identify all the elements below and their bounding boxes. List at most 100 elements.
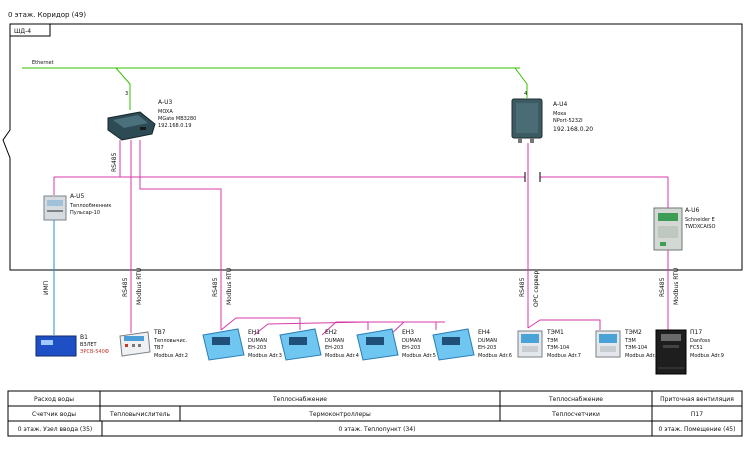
gateway-a3-device[interactable] (107, 111, 156, 141)
tem1-line2: ТЭМ-104 (546, 345, 569, 351)
table-r1-c4: Приточная вентиляция (660, 396, 734, 403)
heat-calculator-tv7[interactable] (119, 331, 151, 357)
heat-counter-a5-device[interactable] (43, 195, 67, 221)
eh3-line1: DUMAN (402, 338, 421, 344)
tem2-line3: Modbus Adr.8 (625, 353, 659, 359)
port-a3-label: 3 (125, 91, 128, 97)
cable-rs485-a3: RS485 (111, 152, 118, 172)
eh2-line1: DUMAN (325, 338, 344, 344)
cable-opc-tem: OPC сервер (533, 271, 540, 307)
flow-meter-b1[interactable] (35, 335, 77, 357)
b1-line1: ВЗЛЕТ (80, 342, 98, 348)
bus-break-marks (524, 172, 541, 182)
gateway-a3-text: A-U3 MOXA MGate MB3280 192.168.0.19 (158, 99, 196, 129)
p17-line2: FC51 (690, 345, 703, 351)
a4-line3: 192.168.0.20 (553, 126, 593, 133)
legend-table (7, 390, 743, 437)
table-r3-c2: 0 этаж. Теплопункт (34) (339, 426, 416, 433)
b1-id: B1 (80, 334, 88, 341)
legend-text: Расход воды Теплоснабжение Теплоснабжени… (18, 396, 736, 433)
a3-id: A-U3 (158, 99, 173, 106)
heat-meter-tem2[interactable] (595, 330, 621, 358)
table-r2-c1: Счетчик воды (32, 411, 76, 418)
cable-rs485-p17: RS485 (659, 277, 666, 297)
eh3-line3: Modbus Adr.5 (402, 353, 436, 359)
controller-eh4[interactable] (432, 328, 475, 361)
ethernet-label: Ethernet (32, 60, 54, 66)
cable-rs485-tem: RS485 (519, 277, 526, 297)
heat-counter-a5-text: A-U5 Теплообменник Пульсар-10 (69, 193, 111, 216)
table-r2-c5: П17 (691, 411, 703, 418)
tem2-id: ТЭМ2 (624, 329, 642, 336)
rs485-bus (53, 140, 669, 333)
a3-line2: MGate MB3280 (158, 116, 196, 122)
plc-a6-device[interactable] (653, 207, 683, 251)
eh4-id: ЕН4 (478, 329, 490, 336)
vfd-p17[interactable] (655, 329, 687, 375)
eh2-id: ЕН2 (325, 329, 337, 336)
cable-imp: ИМП (43, 281, 50, 295)
p17-id: П17 (690, 329, 702, 336)
eh1-id: ЕН1 (248, 329, 260, 336)
controller-eh3[interactable] (356, 328, 399, 361)
cabinet-label: ШД-4 (14, 28, 31, 35)
table-r2-c2: Тепловычислитель (109, 411, 171, 418)
tem1-id: ТЭМ1 (546, 329, 564, 336)
a5-id: A-U5 (70, 193, 85, 200)
tv7-line1: Тепловычис. (153, 338, 188, 344)
cabinet-frame (2, 23, 743, 271)
table-r1-c3: Теплоснабжение (548, 396, 603, 403)
eh4-line1: DUMAN (478, 338, 497, 344)
a4-id: A-U4 (553, 101, 568, 108)
plc-a6-text: A-U6 Schneider E TWDXCAISO (684, 207, 715, 230)
eh4-line2: EH-203 (478, 345, 496, 351)
eh1-line3: Modbus Adr.3 (248, 353, 282, 359)
cable-rs485-tv7: RS485 (122, 277, 129, 297)
a6-id: A-U6 (685, 207, 700, 214)
tem2-line2: ТЭМ-104 (624, 345, 647, 351)
controller-eh2[interactable] (279, 328, 322, 361)
ethernet-line (22, 67, 528, 110)
tv7-line3: Modbus Adr.2 (154, 353, 188, 359)
table-r1-c2: Теплоснабжение (272, 396, 327, 403)
table-r3-c1: 0 этаж. Узел ввода (35) (18, 426, 92, 433)
controller-eh1[interactable] (202, 328, 245, 361)
table-r2-c4: Теплосчетчики (551, 411, 600, 418)
eh4-line3: Modbus Adr.6 (478, 353, 512, 359)
tv7-id: ТВ7 (153, 329, 166, 336)
a6-line2: TWDXCAISO (684, 224, 715, 230)
eh1-line1: DUMAN (248, 338, 267, 344)
a3-line1: MOXA (158, 109, 173, 115)
cable-rs485-eh: RS485 (212, 277, 219, 297)
eh2-line2: EH-203 (325, 345, 343, 351)
eh-chain (220, 317, 601, 336)
heat-meter-tem1[interactable] (517, 330, 543, 358)
a4-line2: NPort-5232I (553, 118, 583, 124)
cable-modbus-p17: Modbus RTU (673, 268, 680, 305)
eh2-line3: Modbus Adr.4 (325, 353, 359, 359)
tem1-line3: Modbus Adr.7 (547, 353, 581, 359)
eh3-line2: EH-203 (402, 345, 420, 351)
a5-line2: Пульсар-10 (70, 210, 100, 216)
p17-line1: Danfoss (690, 338, 711, 344)
gateway-a4-text: A-U4 Moxa NPort-5232I 192.168.0.20 (553, 101, 593, 133)
table-r3-c3: 0 этаж. Помещение (45) (659, 426, 736, 433)
table-r2-c3: Термоконтроллеры (308, 411, 371, 418)
a5-line1: Теплообменник (69, 203, 111, 209)
tem1-line1: ТЭМ (546, 338, 558, 344)
tv7-line2: ТВ7 (153, 345, 164, 351)
cable-modbus-tv7: Modbus RTU (136, 268, 143, 305)
table-r1-c1: Расход воды (34, 396, 74, 403)
eh1-line2: EH-203 (248, 345, 266, 351)
p17-line3: Modbus Adr.9 (690, 353, 724, 359)
location-title: 0 этаж. Коридор (49) (8, 11, 86, 19)
tem2-line1: ТЭМ (624, 338, 636, 344)
a3-line3: 192.168.0.19 (158, 123, 191, 129)
b1-line2: ЭРСВ-540Ф (80, 349, 110, 355)
a6-line1: Schneider E (685, 217, 715, 223)
a4-line1: Moxa (553, 111, 566, 117)
port-a4-label: 4 (524, 91, 527, 97)
eh3-id: ЕН3 (402, 329, 414, 336)
gateway-a4-device[interactable] (511, 98, 543, 143)
